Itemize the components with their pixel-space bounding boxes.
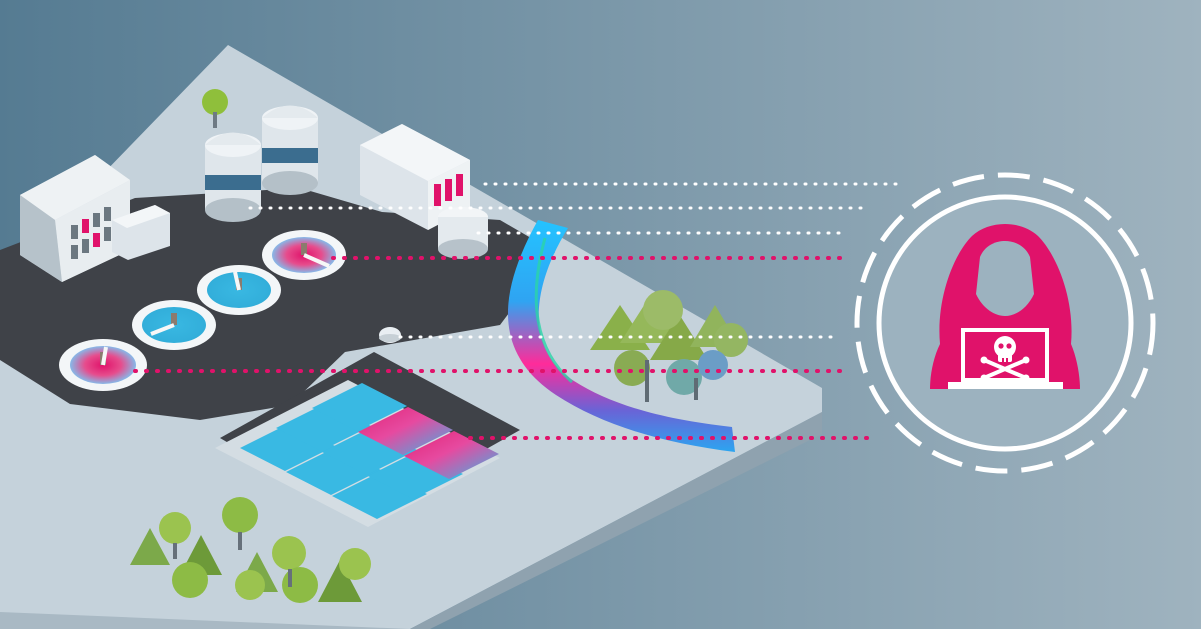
forest <box>130 497 371 603</box>
office-building-icon <box>71 207 111 259</box>
tree-icon <box>202 89 228 128</box>
tree-icon <box>590 290 748 402</box>
river <box>507 220 735 452</box>
river-trees <box>590 290 748 402</box>
clarifier-tank-icon <box>59 339 147 391</box>
storage-tank-icon <box>262 105 318 195</box>
office-building <box>20 155 170 282</box>
storage-tank-icon <box>205 132 261 222</box>
hacker-icon <box>930 224 1080 389</box>
sensor-dome <box>379 327 401 343</box>
clarifier-tank-icon <box>132 300 216 350</box>
lab-building <box>360 124 488 259</box>
clarifiers <box>59 230 346 391</box>
connection-lines <box>133 182 902 440</box>
storage-tanks <box>205 105 318 222</box>
clarifier-tank-icon <box>197 265 281 315</box>
filter-bed-icon <box>240 383 499 519</box>
filter-bed <box>215 380 500 527</box>
tree-icon <box>130 497 371 603</box>
clarifier-tank-icon <box>262 230 346 280</box>
hacker-badge <box>854 172 1156 474</box>
laptop-icon <box>948 382 1063 389</box>
skull-crossbones-icon <box>980 336 1030 382</box>
